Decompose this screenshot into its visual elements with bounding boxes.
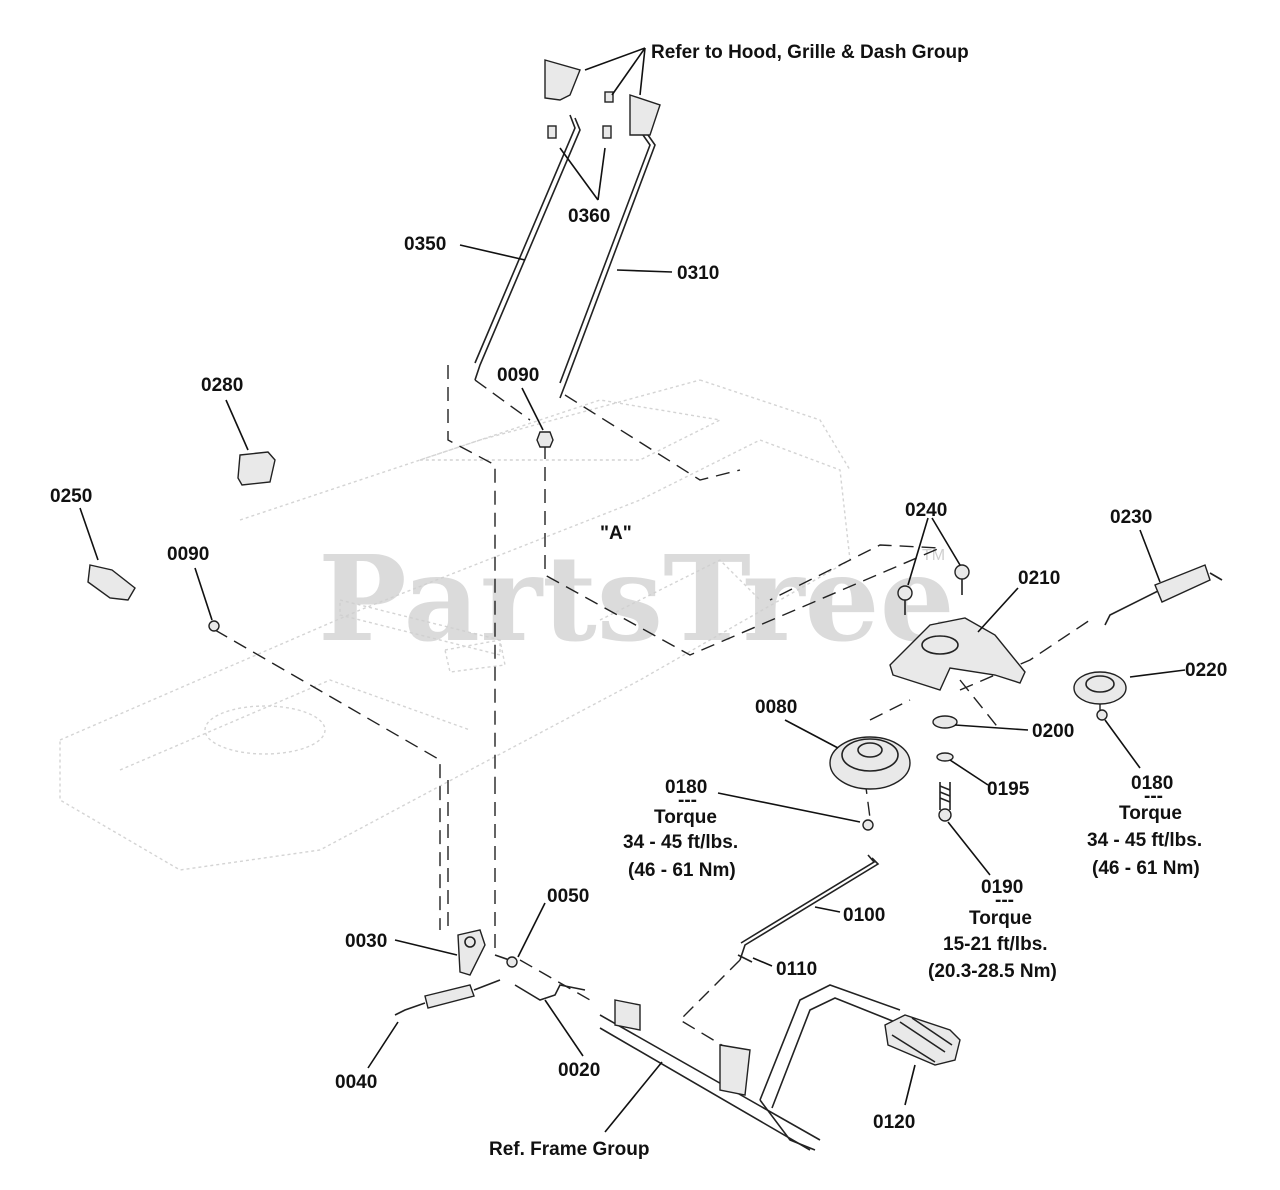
torque-right-title: Torque [1119, 803, 1182, 824]
throttle-rod-0350 [474, 114, 581, 381]
part-label-0080: 0080 [755, 697, 797, 718]
lever-0030 [457, 929, 486, 976]
part-label-0050: 0050 [547, 886, 589, 907]
part-label-0020: 0020 [558, 1060, 600, 1081]
nut-0090-left [208, 620, 220, 632]
pedal-shaft-assembly [599, 984, 901, 1151]
watermark-tm: TM [922, 547, 945, 564]
nut-0090-top [536, 431, 554, 448]
torque-bolt-title: Torque [969, 908, 1032, 929]
torque-bolt-metric: (20.3-28.5 Nm) [928, 961, 1057, 982]
part-label-0110: 0110 [776, 959, 817, 980]
spring-0040 [394, 979, 501, 1016]
choke-rod-0310 [559, 134, 656, 399]
torque-left-sep: --- [678, 790, 697, 811]
knob-0280 [237, 451, 276, 486]
hood-reference-label: Refer to Hood, Grille & Dash Group [651, 42, 969, 63]
part-label-0180-right: 0180 [1131, 773, 1173, 794]
carriage-bolts-0240 [897, 564, 970, 615]
torque-bolt-value: 15-21 ft/lbs. [943, 934, 1048, 955]
bolt-0050 [494, 954, 518, 968]
bolt-0190 [938, 782, 952, 822]
part-label-0190: 0190 [981, 877, 1023, 898]
knob-0250 [87, 564, 136, 601]
watermark-text: PartsTree [318, 529, 955, 668]
part-label-0310: 0310 [677, 263, 719, 284]
bracket-hub [921, 635, 959, 655]
idler-pulley-0220 [1073, 671, 1127, 721]
dash-mount-brackets [544, 59, 661, 139]
part-label-0350: 0350 [404, 234, 446, 255]
frame-reference-label: Ref. Frame Group [489, 1139, 649, 1160]
part-label-0030: 0030 [345, 931, 387, 952]
part-label-0200: 0200 [1032, 721, 1074, 742]
ghost-frame-outline [59, 379, 851, 871]
part-label-0280: 0280 [201, 375, 243, 396]
view-a-label: "A" [600, 523, 632, 544]
torque-left-value: 34 - 45 ft/lbs. [623, 832, 738, 853]
torque-note-left: 0180 --- Torque 34 - 45 ft/lbs. (46 - 61… [623, 777, 738, 881]
idler-bracket-0210 [889, 617, 1026, 691]
part-label-0240: 0240 [905, 500, 947, 521]
spacer-0200 [932, 715, 958, 729]
part-label-0230: 0230 [1110, 507, 1152, 528]
rod-0020 [514, 984, 586, 1001]
part-label-0120: 0120 [873, 1112, 915, 1133]
washer-0195 [936, 752, 954, 762]
part-label-0220: 0220 [1185, 660, 1227, 681]
link-rod-0100 [737, 854, 880, 963]
part-label-0195: 0195 [987, 779, 1030, 800]
pedal-grip-0120 [884, 1014, 961, 1066]
torque-note-bolt: 0190 --- Torque 15-21 ft/lbs. (20.3-28.5… [928, 877, 1057, 982]
torque-left-metric: (46 - 61 Nm) [628, 860, 736, 881]
part-label-0090-left: 0090 [167, 544, 209, 565]
torque-left-title: Torque [654, 807, 717, 828]
part-label-0250: 0250 [50, 486, 92, 507]
part-label-0180-left: 0180 [665, 777, 707, 798]
torque-note-right: 0180 --- Torque 34 - 45 ft/lbs. (46 - 61… [1087, 773, 1202, 879]
part-label-0360: 0360 [568, 206, 610, 227]
torque-right-metric: (46 - 61 Nm) [1092, 858, 1200, 879]
spring-0230 [1104, 564, 1223, 626]
torque-right-value: 34 - 45 ft/lbs. [1087, 830, 1202, 851]
leader-lines [79, 47, 1186, 1133]
part-label-0040: 0040 [335, 1072, 377, 1093]
part-label-0100: 0100 [843, 905, 885, 926]
part-label-0210: 0210 [1018, 568, 1060, 589]
torque-right-sep: --- [1144, 786, 1163, 807]
pulley-0080 [829, 736, 911, 831]
torque-bolt-sep: --- [995, 890, 1014, 911]
part-label-0090-top: 0090 [497, 365, 539, 386]
